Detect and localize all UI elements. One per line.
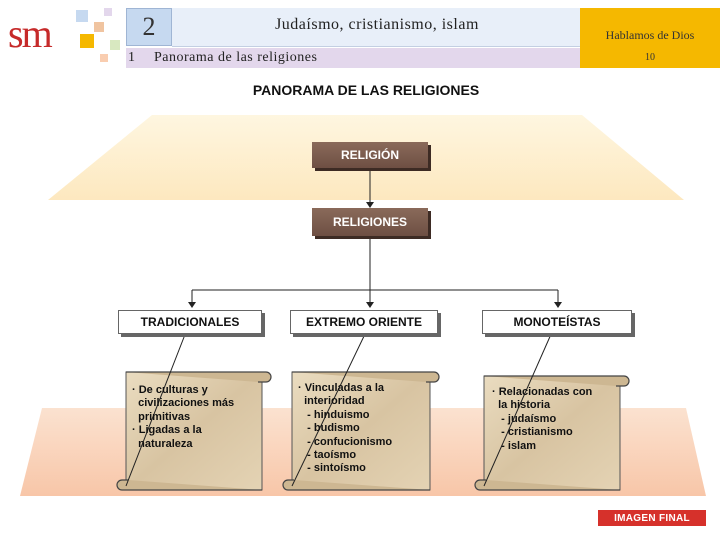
node-extremo-oriente: EXTREMO ORIENTE: [290, 310, 438, 334]
scroll-tradicionales: [116, 331, 272, 491]
arrowheads: [188, 202, 562, 308]
logo-square-decoration: [76, 10, 88, 22]
node-religiones: RELIGIONES: [312, 208, 428, 236]
final-image-button[interactable]: IMAGEN FINAL: [598, 510, 706, 526]
book-title-box: [580, 8, 720, 68]
chapter-number: 2: [142, 12, 156, 41]
extremo-oriente-description: · Vinculadas a la interioridad - hinduis…: [298, 382, 393, 475]
chapter-box: [126, 8, 172, 46]
scroll-monoteistas: [474, 331, 630, 491]
page-number: 10: [645, 52, 655, 63]
section-bar: [126, 48, 582, 68]
section-number: 1: [128, 50, 135, 65]
sm-logo: sm: [8, 11, 53, 56]
logo-square-decoration: [94, 22, 104, 32]
book-title: Hablamos de Dios: [605, 28, 695, 42]
logo-square-decoration: [104, 8, 112, 16]
tradicionales-description: · De culturas y civilizaciones más primi…: [132, 384, 235, 450]
logo-square-decoration: [80, 34, 94, 48]
logo-square-decoration: [110, 40, 120, 50]
node-religion: RELIGIÓN: [312, 142, 428, 168]
scroll-extremo-oriente: [282, 331, 440, 491]
logo-square-decoration: [100, 54, 108, 62]
node-monoteistas: MONOTEÍSTAS: [482, 310, 632, 334]
monoteistas-description: · Relacionadas con la historia - judaísm…: [492, 386, 593, 452]
section-title: Panorama de las religiones: [154, 50, 318, 65]
chapter-title-bar: [172, 8, 582, 47]
page-title: PANORAMA DE LAS RELIGIONES: [252, 82, 480, 98]
chapter-title: Judaísmo, cristianismo, islam: [275, 16, 479, 33]
connector-lines: [191, 170, 559, 306]
node-tradicionales: TRADICIONALES: [118, 310, 262, 334]
